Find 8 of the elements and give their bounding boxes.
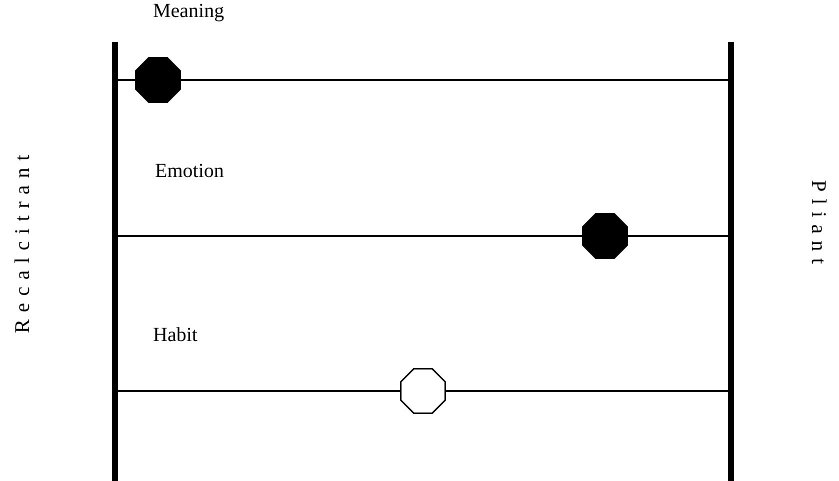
scale-marker	[400, 368, 446, 414]
pole-label: Pliant	[806, 180, 830, 270]
dimension-label: Habit	[153, 324, 198, 347]
dimension-label: Emotion	[155, 160, 224, 183]
dimension-label: Meaning	[153, 0, 224, 23]
pole-label: Recalcitrant	[10, 147, 35, 333]
scale-marker	[582, 213, 628, 259]
scale-marker	[135, 57, 181, 103]
